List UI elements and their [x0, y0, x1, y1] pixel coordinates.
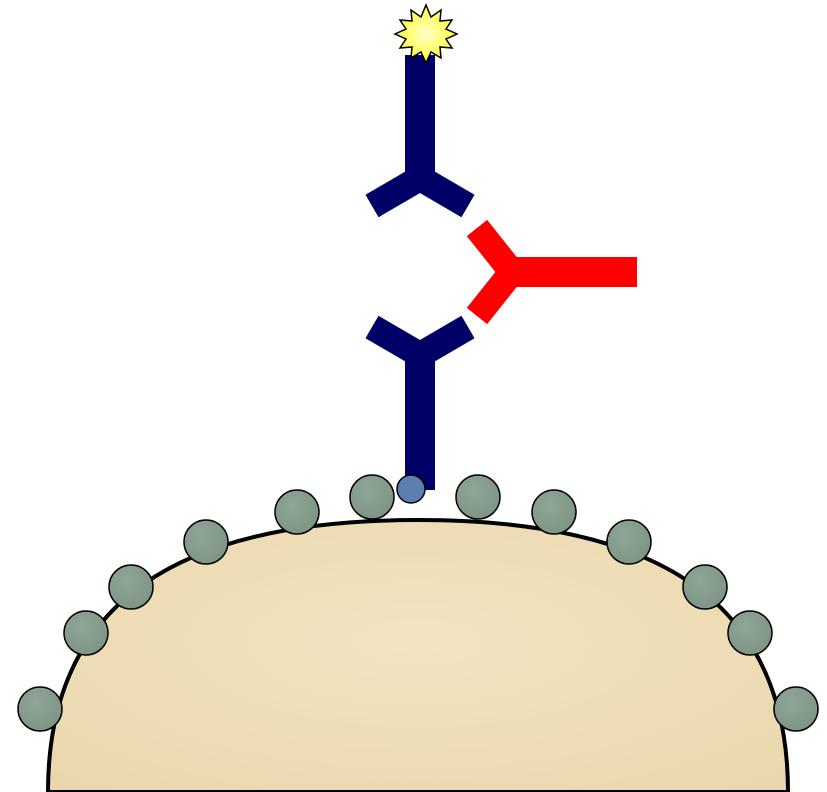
antigen-bead-icon	[18, 687, 62, 731]
cell-surface-icon	[48, 520, 788, 792]
antigen-bead-icon	[683, 565, 727, 609]
labeled-antibody	[372, 5, 468, 206]
starburst-label-icon	[395, 5, 457, 63]
y-antibody-icon	[372, 55, 468, 206]
antigen-bead-icon	[728, 611, 772, 655]
y-antibody-icon	[372, 327, 468, 490]
antigen-bead-icon	[109, 565, 153, 609]
bound-antigen-icon	[397, 475, 425, 503]
antigen-bead-icon	[64, 611, 108, 655]
antigen-bead-icon	[532, 490, 576, 534]
y-antibody-icon	[477, 228, 637, 316]
primary-antibody	[372, 327, 468, 503]
secondary-antibody	[477, 228, 637, 316]
antigen-bead-icon	[456, 475, 500, 519]
antigen-bead-icon	[350, 475, 394, 519]
antigen-bead-icon	[607, 520, 651, 564]
antigen-bead-icon	[275, 490, 319, 534]
antigen-bead-icon	[184, 520, 228, 564]
antigen-bead-icon	[774, 687, 818, 731]
cell	[48, 520, 788, 792]
